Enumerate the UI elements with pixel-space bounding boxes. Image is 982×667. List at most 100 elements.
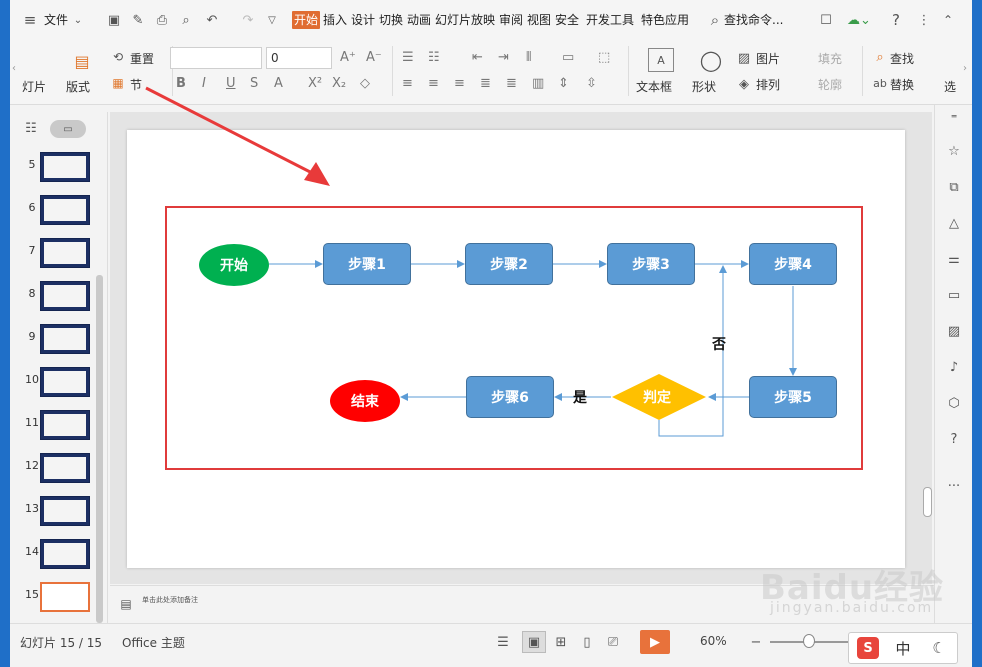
cloud-doc-icon[interactable]: ☐	[820, 12, 832, 28]
align-right-icon[interactable]: ≡	[454, 76, 465, 91]
text-direction-icon[interactable]: ⫴	[526, 50, 532, 65]
cloud-sync-icon[interactable]: ☁⌄	[847, 12, 871, 28]
sogou-icon[interactable]: S	[857, 637, 879, 659]
thumbnail-view-icon[interactable]: ▭	[50, 120, 86, 138]
normal-view-icon[interactable]: ▣	[522, 631, 546, 653]
undo-icon[interactable]: ↶	[206, 12, 218, 28]
bullets-icon[interactable]: ☰	[402, 50, 414, 65]
slide[interactable]: 开始 步骤1 步骤2 步骤3 步骤4 步骤5 判定 步骤6 结束 否 是	[127, 130, 905, 568]
sound-icon[interactable]: ♪	[949, 359, 959, 375]
outline-view-icon[interactable]: ☷	[25, 120, 37, 136]
step-3-node[interactable]: 步骤3	[607, 243, 695, 285]
select-button[interactable]: 选	[944, 80, 957, 94]
slide-thumbnail[interactable]	[40, 324, 90, 354]
decision-node[interactable]: 判定	[643, 390, 671, 406]
reading-view-icon[interactable]: ▯	[583, 634, 591, 650]
help-circle-icon[interactable]: ?	[950, 431, 958, 447]
notes-pane[interactable]: ▤ 单击此处添加备注	[110, 585, 934, 623]
section-button[interactable]: 节	[130, 78, 143, 92]
ribbon-scroll-left-icon[interactable]: ‹	[12, 62, 16, 74]
shape-icon[interactable]: ◯	[699, 48, 723, 72]
reset-button[interactable]: 重置	[130, 52, 155, 66]
slide-thumbnail-selected[interactable]	[40, 582, 90, 612]
italic-icon[interactable]: I	[202, 76, 206, 91]
more-dots-icon[interactable]: ···	[947, 478, 961, 494]
presenter-icon[interactable]: ⎚	[607, 634, 619, 650]
smartart-icon[interactable]: ⬚	[598, 50, 611, 65]
superscript-icon[interactable]: X²	[308, 76, 323, 91]
more-icon[interactable]: ⋮	[917, 12, 931, 28]
step-5-node[interactable]: 步骤5	[749, 376, 837, 418]
tab-security[interactable]: 安全	[555, 13, 580, 27]
tab-developer[interactable]: 开发工具	[586, 13, 635, 27]
columns-icon[interactable]: ▥	[532, 76, 545, 91]
end-node[interactable]: 结束	[330, 380, 400, 422]
replace-icon[interactable]: ab	[873, 76, 887, 90]
search-icon[interactable]: ⌕	[710, 11, 720, 29]
customize-toolbar-icon[interactable]: ▽	[268, 14, 276, 26]
distribute-icon[interactable]: ≣	[506, 76, 517, 91]
reset-icon[interactable]: ⟲	[112, 50, 124, 64]
tab-animation[interactable]: 动画	[407, 13, 432, 27]
shape-button[interactable]: 形状	[692, 80, 717, 94]
slide-thumbnail[interactable]	[40, 195, 90, 225]
copy-icon[interactable]: ⧉	[949, 179, 959, 195]
slide-thumbnail[interactable]	[40, 152, 90, 182]
section-icon[interactable]: ▦	[112, 76, 124, 90]
textbox-button[interactable]: 文本框	[636, 80, 673, 94]
tab-insert[interactable]: 插入	[323, 13, 348, 27]
search-command[interactable]: 查找命令...	[724, 13, 784, 27]
find-icon[interactable]: ⌕	[876, 49, 884, 65]
menu-file[interactable]: 文件	[44, 13, 69, 27]
hamburger-menu-icon[interactable]: ≡	[23, 11, 37, 29]
outline-button[interactable]: 轮廓	[818, 78, 843, 92]
print-preview-icon[interactable]: ⌕	[182, 12, 190, 28]
slide-thumbnail[interactable]	[40, 539, 90, 569]
layout-button[interactable]: 版式	[66, 80, 91, 94]
underline-icon[interactable]: U	[226, 76, 236, 91]
justify-icon[interactable]: ≣	[480, 76, 491, 91]
start-node[interactable]: 开始	[199, 244, 269, 286]
numbering-icon[interactable]: ☷	[428, 50, 440, 65]
zoom-slider-thumb[interactable]	[803, 634, 815, 648]
tab-home[interactable]: 开始	[292, 11, 321, 29]
increase-indent-icon[interactable]: ⇥	[498, 50, 509, 65]
align-left-icon[interactable]: ≡	[402, 76, 413, 91]
subscript-icon[interactable]: X₂	[332, 76, 347, 91]
settings-sliders-icon[interactable]: ⚌	[948, 251, 960, 267]
slide-thumbnail[interactable]	[40, 496, 90, 526]
collapse-ribbon-icon[interactable]: ⌃	[942, 13, 954, 27]
shape-fill-icon[interactable]: △	[949, 215, 959, 231]
clear-format-icon[interactable]: ◇	[360, 76, 370, 91]
bold-icon[interactable]: B	[176, 76, 186, 91]
theme-name[interactable]: Office 主题	[122, 636, 185, 650]
slide-thumbnail[interactable]	[40, 238, 90, 268]
zoom-out-icon[interactable]: −	[750, 634, 762, 650]
decrease-font-icon[interactable]: A⁻	[366, 50, 382, 65]
chevron-down-icon[interactable]: ⌄	[73, 14, 83, 26]
font-color-icon[interactable]: A	[274, 76, 283, 91]
textbox-icon[interactable]: A	[648, 48, 674, 72]
align-text-icon[interactable]: ▭	[562, 50, 575, 65]
save-icon[interactable]: ▣	[107, 12, 121, 28]
tab-transition[interactable]: 切换	[379, 13, 404, 27]
canvas-scrollbar-thumb[interactable]	[923, 487, 932, 517]
slide-thumbnail[interactable]	[40, 410, 90, 440]
fill-button[interactable]: 填充	[818, 52, 843, 66]
thumbnail-scrollbar[interactable]	[96, 275, 103, 623]
arrange-icon[interactable]: ◈	[739, 76, 749, 92]
step-6-node[interactable]: 步骤6	[466, 376, 554, 418]
font-size-box[interactable]: 0	[266, 47, 332, 69]
slide-thumbnail[interactable]	[40, 367, 90, 397]
tab-review[interactable]: 审阅	[499, 13, 524, 27]
help-icon[interactable]: ?	[892, 11, 900, 29]
redo-icon[interactable]: ↷	[242, 12, 254, 28]
tab-view[interactable]: 视图	[527, 13, 552, 27]
layout-icon[interactable]: ▤	[74, 51, 90, 71]
notes-placeholder[interactable]: 单击此处添加备注	[142, 596, 198, 604]
archive-icon[interactable]: ▭	[947, 287, 961, 303]
step-1-node[interactable]: 步骤1	[323, 243, 411, 285]
decrease-indent-icon[interactable]: ⇤	[472, 50, 483, 65]
find-button[interactable]: 查找	[890, 52, 915, 66]
image-icon[interactable]: ▨	[947, 323, 961, 339]
